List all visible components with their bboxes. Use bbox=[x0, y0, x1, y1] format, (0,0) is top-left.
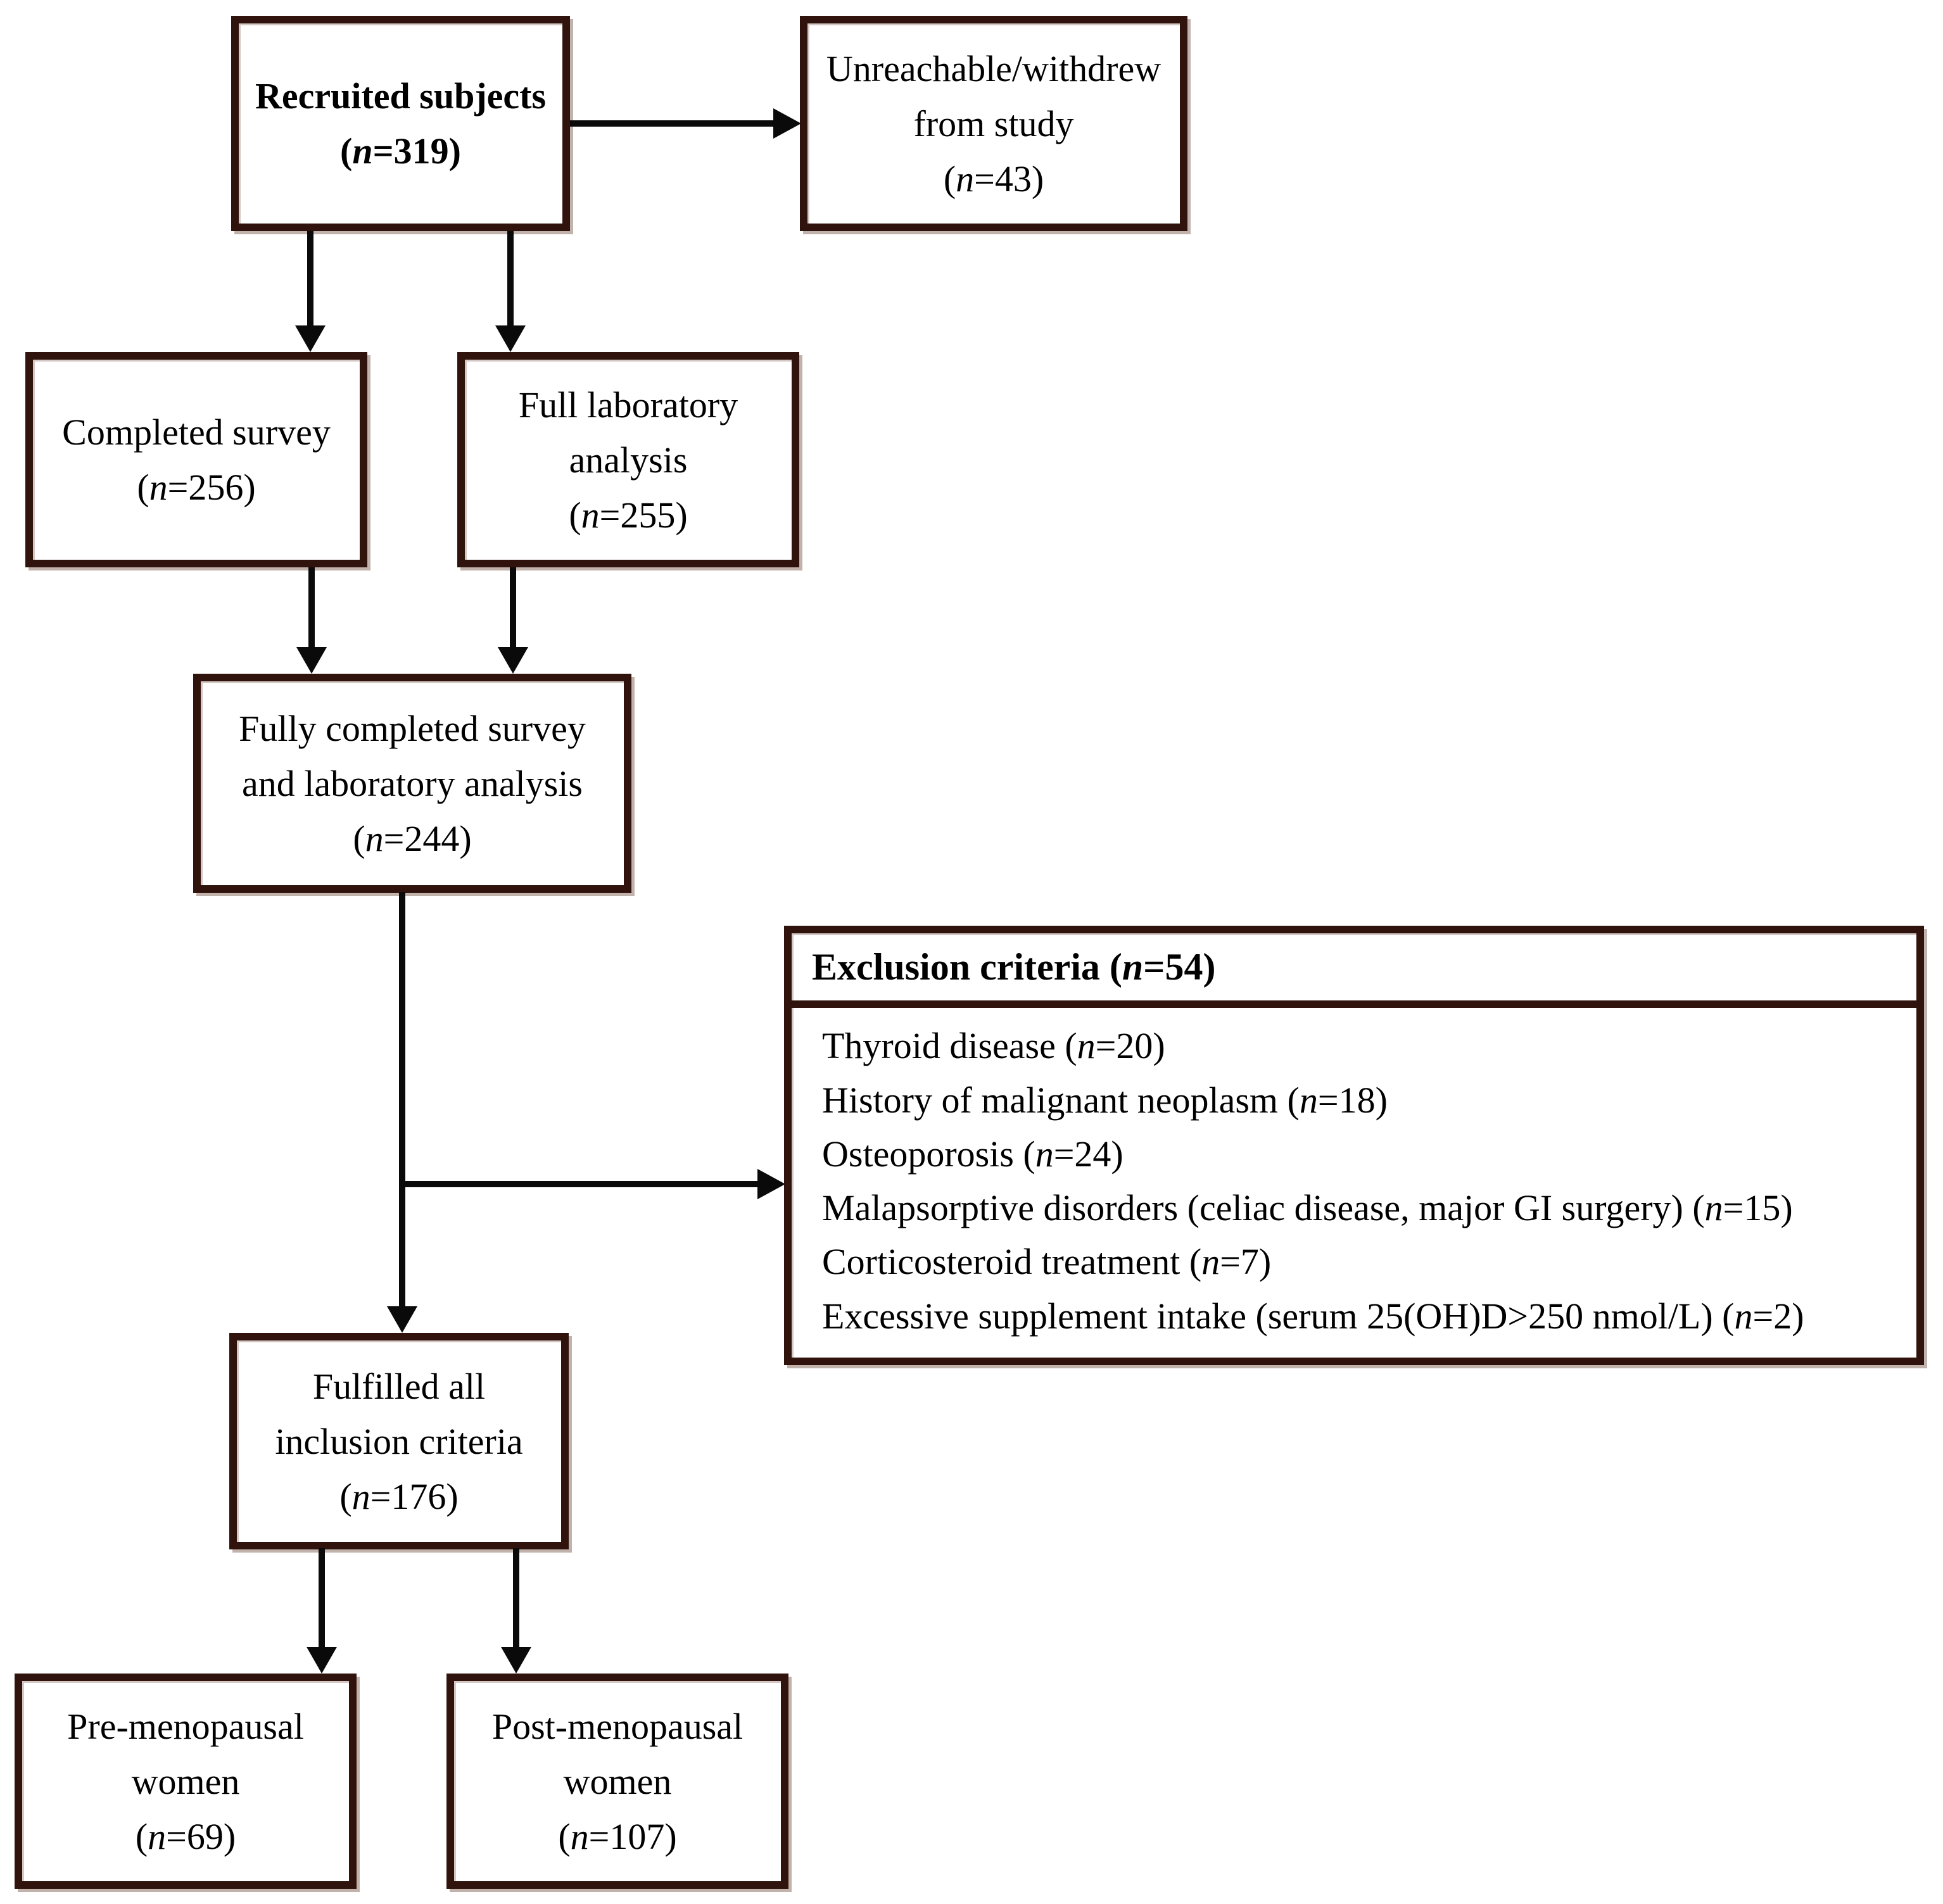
text-line: women bbox=[563, 1760, 672, 1802]
text-line: Fulfilled all bbox=[312, 1365, 486, 1407]
text-line: Completed survey bbox=[62, 412, 331, 453]
arrowhead-down-icon bbox=[307, 1647, 337, 1674]
text-line: and laboratory analysis bbox=[242, 762, 583, 804]
box-completed-survey: Completed survey (n=256) bbox=[25, 352, 367, 567]
text-line: (n=319) bbox=[340, 130, 461, 172]
arrowhead-down-icon bbox=[495, 325, 526, 352]
arrow-branch-to-exclusion bbox=[402, 1181, 758, 1187]
arrow-recruited-to-completed-survey bbox=[307, 231, 313, 328]
box-pre-menopausal: Pre-menopausal women (n=69) bbox=[15, 1674, 357, 1889]
text-line: (n=176) bbox=[339, 1475, 459, 1517]
arrow-recruited-to-full-laboratory bbox=[507, 231, 514, 328]
text-line: women bbox=[131, 1760, 240, 1802]
text-line: Unreachable/withdrew bbox=[826, 47, 1161, 89]
arrowhead-down-icon bbox=[387, 1306, 417, 1333]
exclusion-header: Exclusion criteria (n=54) bbox=[792, 933, 1916, 1008]
arrowhead-down-icon bbox=[295, 325, 326, 352]
arrow-completed-survey-to-fully-completed bbox=[308, 567, 315, 650]
box-post-menopausal: Post-menopausal women (n=107) bbox=[446, 1674, 788, 1889]
box-full-laboratory-analysis: Full laboratory analysis (n=255) bbox=[457, 352, 799, 567]
arrow-fully-completed-to-fulfilled bbox=[399, 892, 405, 1309]
text-line: (n=244) bbox=[353, 817, 472, 859]
text-line: (n=255) bbox=[569, 494, 688, 536]
arrowhead-right-icon bbox=[773, 108, 801, 139]
arrowhead-down-icon bbox=[296, 647, 327, 674]
text-line: analysis bbox=[569, 439, 688, 481]
text-line: from study bbox=[913, 103, 1074, 144]
text-line: Recruited subjects bbox=[255, 75, 547, 117]
exclusion-item: Malapsorptive disorders (celiac disease,… bbox=[822, 1187, 1793, 1229]
box-unreachable-withdrew: Unreachable/withdrew from study (n=43) bbox=[800, 16, 1187, 231]
box-exclusion-criteria: Exclusion criteria (n=54) Thyroid diseas… bbox=[784, 926, 1924, 1365]
arrowhead-down-icon bbox=[498, 647, 528, 674]
text-line: (n=107) bbox=[558, 1815, 677, 1857]
arrow-fulfilled-to-pre-menopausal bbox=[319, 1548, 325, 1649]
text-line: Pre-menopausal bbox=[67, 1705, 304, 1747]
arrowhead-down-icon bbox=[501, 1647, 531, 1674]
text-line: Fully completed survey bbox=[239, 707, 586, 749]
box-fulfilled-inclusion: Fulfilled all inclusion criteria (n=176) bbox=[229, 1333, 569, 1549]
text-line: (n=43) bbox=[943, 158, 1044, 199]
text-line: Full laboratory bbox=[518, 384, 738, 426]
text-line: Post-menopausal bbox=[491, 1705, 744, 1747]
arrow-full-laboratory-to-fully-completed bbox=[510, 567, 516, 650]
text-line: (n=69) bbox=[135, 1815, 236, 1857]
exclusion-item: Thyroid disease (n=20) bbox=[822, 1025, 1165, 1067]
arrowhead-right-icon bbox=[757, 1169, 785, 1199]
exclusion-item: Corticosteroid treatment (n=7) bbox=[822, 1241, 1272, 1283]
exclusion-item: Osteoporosis (n=24) bbox=[822, 1133, 1123, 1175]
exclusion-item: History of malignant neoplasm (n=18) bbox=[822, 1079, 1388, 1121]
arrow-fulfilled-to-post-menopausal bbox=[513, 1548, 519, 1649]
box-recruited-subjects: Recruited subjects (n=319) bbox=[231, 16, 570, 231]
text-line: inclusion criteria bbox=[275, 1420, 523, 1462]
exclusion-item: Excessive supplement intake (serum 25(OH… bbox=[822, 1295, 1804, 1337]
exclusion-list: Thyroid disease (n=20) History of malign… bbox=[792, 1008, 1916, 1358]
box-fully-completed: Fully completed survey and laboratory an… bbox=[193, 674, 631, 893]
text-line: (n=256) bbox=[137, 467, 256, 508]
arrow-recruited-to-unreachable bbox=[570, 120, 776, 127]
